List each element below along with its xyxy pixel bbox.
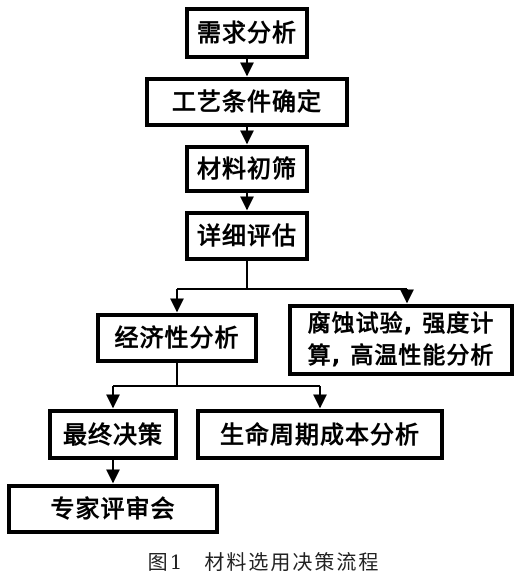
node-material-screening: 材料初筛 xyxy=(185,145,309,193)
figure-caption: 图1 材料选用决策流程 xyxy=(0,546,528,575)
figure-title: 材料选用决策流程 xyxy=(204,550,381,574)
node-expert-review: 专家评审会 xyxy=(7,484,219,534)
node-demand-analysis: 需求分析 xyxy=(185,7,309,59)
node-detailed-evaluation: 详细评估 xyxy=(185,211,309,261)
node-performance-tests: 腐蚀试验, 强度计 算, 高温性能分析 xyxy=(288,304,514,376)
node-lifecycle-cost: 生命周期成本分析 xyxy=(196,409,444,460)
figure-number: 图1 xyxy=(147,550,185,574)
node-final-decision: 最终决策 xyxy=(48,409,178,460)
node-economic-analysis: 经济性分析 xyxy=(96,313,258,363)
node-process-conditions: 工艺条件确定 xyxy=(145,77,349,127)
